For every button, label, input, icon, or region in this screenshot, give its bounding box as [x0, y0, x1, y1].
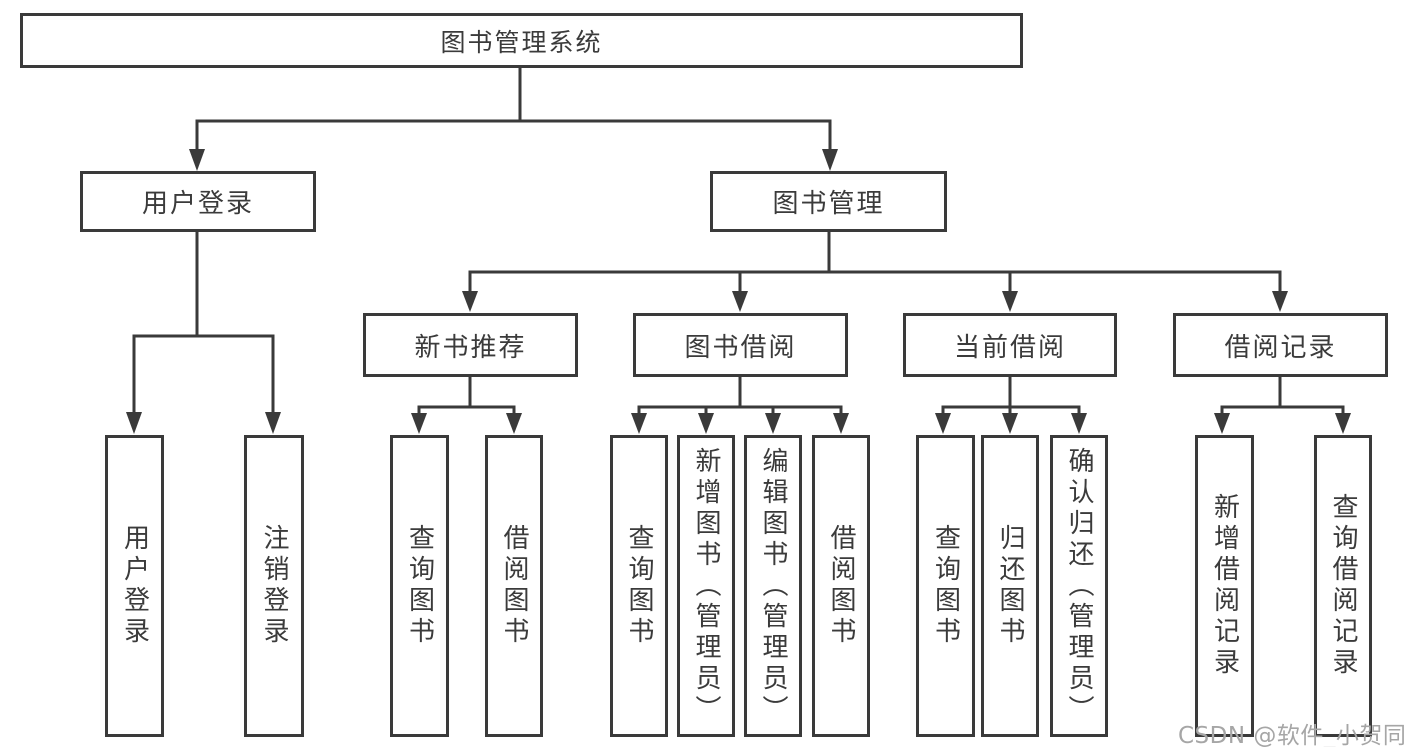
leaf-confirm-return-admin: 确认归还（管理员）	[1050, 435, 1108, 737]
leaf-add-borrowing-record: 新增借阅记录	[1195, 435, 1254, 737]
connector-current-borrowing-to-children	[935, 377, 1087, 434]
node-label: 新增图书（管理员）	[691, 446, 721, 726]
leaf-return-books: 归还图书	[981, 435, 1039, 737]
arrowhead	[126, 412, 142, 434]
arrowhead	[462, 291, 478, 312]
node-label: 当前借阅	[953, 332, 1066, 363]
node-book-management: 图书管理	[710, 171, 947, 232]
connector-book-management-to-level3	[462, 232, 1288, 312]
leaf-query-books-recommend: 查询图书	[390, 435, 449, 737]
leaf-user-login: 用户登录	[105, 435, 164, 737]
node-label: 借阅图书	[826, 524, 856, 648]
node-current-borrowing: 当前借阅	[903, 313, 1117, 377]
arrowhead	[822, 149, 838, 171]
node-book-borrowing: 图书借阅	[633, 313, 848, 377]
leaf-logout: 注销登录	[244, 435, 304, 737]
node-new-book-recommendation: 新书推荐	[363, 313, 578, 377]
node-library-management-system: 图书管理系统	[20, 13, 1023, 68]
connector-root-to-level2	[189, 67, 838, 171]
node-label: 新增借阅记录	[1209, 493, 1240, 679]
node-borrowing-records: 借阅记录	[1173, 313, 1388, 377]
node-label: 借阅记录	[1224, 332, 1337, 363]
leaf-add-books-admin: 新增图书（管理员）	[677, 435, 735, 737]
node-label: 图书管理	[772, 189, 885, 219]
connector-user-login-to-children	[126, 232, 281, 434]
arrowhead	[631, 413, 647, 434]
arrowhead	[265, 412, 281, 434]
arrowhead	[506, 413, 522, 434]
leaf-query-books-current: 查询图书	[916, 435, 975, 737]
node-label: 查询借阅记录	[1328, 493, 1358, 679]
arrowhead	[1214, 413, 1230, 434]
arrowhead	[189, 149, 205, 171]
leaf-query-borrowing-record: 查询借阅记录	[1314, 435, 1372, 737]
leaf-query-books-borrowing: 查询图书	[610, 435, 668, 737]
arrowhead	[1272, 291, 1288, 312]
arrowhead	[935, 413, 951, 434]
node-label: 图书管理系统	[440, 27, 603, 57]
node-label: 查询图书	[624, 524, 654, 648]
arrowhead	[1335, 413, 1351, 434]
leaf-borrow-books: 借阅图书	[812, 435, 870, 737]
node-label: 查询图书	[404, 524, 435, 648]
arrowhead	[411, 413, 427, 434]
connector-book-borrowing-to-children	[631, 377, 849, 434]
node-label: 用户登录	[141, 189, 254, 219]
leaf-borrow-books-recommend: 借阅图书	[485, 435, 543, 737]
arrowhead	[1002, 291, 1018, 312]
arrowhead	[1071, 413, 1087, 434]
node-label: 借阅图书	[499, 524, 529, 648]
node-label: 确认归还（管理员）	[1064, 446, 1094, 726]
node-label: 查询图书	[930, 524, 961, 648]
leaf-edit-books-admin: 编辑图书（管理员）	[744, 435, 802, 737]
arrowhead	[765, 413, 781, 434]
connector-new-book-to-children	[411, 377, 522, 434]
csdn-watermark: CSDN @软件_小贺同学	[1178, 723, 1405, 747]
connector-borrowing-records-to-children	[1214, 377, 1351, 434]
node-label: 新书推荐	[414, 332, 527, 363]
node-user-login: 用户登录	[80, 171, 316, 232]
node-label: 图书借阅	[684, 332, 797, 363]
arrowhead	[732, 291, 748, 312]
node-label: 用户登录	[119, 524, 150, 648]
arrowhead	[698, 413, 714, 434]
node-label: 编辑图书（管理员）	[758, 446, 788, 726]
node-label: 注销登录	[259, 524, 289, 648]
arrowhead	[1002, 413, 1018, 434]
node-label: 归还图书	[995, 524, 1025, 648]
arrowhead	[833, 413, 849, 434]
